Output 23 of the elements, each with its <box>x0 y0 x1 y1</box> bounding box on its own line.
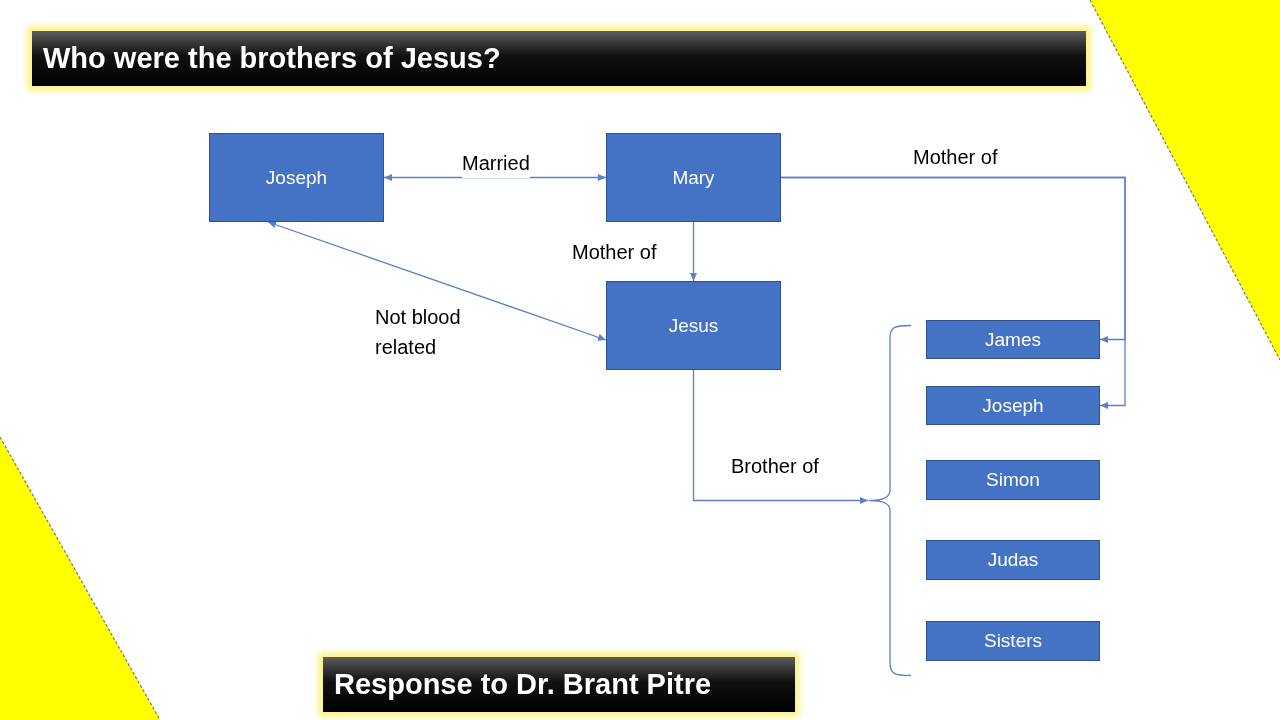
name-box <box>606 281 781 370</box>
name-label: James <box>985 328 1041 351</box>
name-label: Simon <box>986 469 1040 491</box>
name-label: Mary <box>672 166 715 189</box>
name-label: Joseph <box>265 166 328 189</box>
name-box <box>926 540 1100 580</box>
double-arrow <box>267 221 607 341</box>
name-box <box>926 386 1100 425</box>
curly-bracket <box>868 324 912 677</box>
name-box <box>926 621 1100 661</box>
arrow <box>690 221 697 282</box>
name-label: Joseph <box>982 394 1044 417</box>
name-box <box>209 133 384 222</box>
caption-banner: Response to Dr. Brant Pitre <box>323 657 795 712</box>
name-box <box>926 320 1100 359</box>
name-box <box>606 133 781 222</box>
name-label: Sisters <box>983 630 1043 652</box>
name-label: Jesus <box>668 314 719 337</box>
name-box <box>926 460 1100 500</box>
name-label: Judas <box>987 549 1039 571</box>
arrow <box>780 176 1126 409</box>
arrow <box>692 369 869 504</box>
title-banner: Who were the brothers of Jesus? <box>32 31 1086 86</box>
